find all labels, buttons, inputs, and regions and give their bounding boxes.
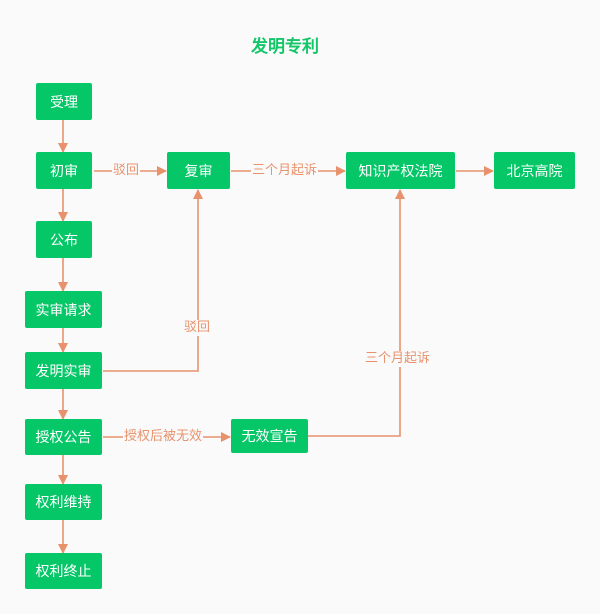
node-chushen: 初审 (36, 152, 92, 189)
node-shouquan-gonggao: 授权公告 (25, 419, 102, 455)
arrow-faming-shishen-to-fushen (103, 189, 203, 372)
node-quanli-zhongzhi: 权利终止 (25, 553, 102, 589)
node-faming-shishen: 发明实审 (25, 352, 102, 389)
label-shishen-to-fushen: 驳回 (183, 320, 212, 336)
node-gongbu: 公布 (36, 221, 92, 258)
node-wuxiao-xuangao: 无效宣告 (231, 419, 308, 453)
node-beijing-gaoyuan: 北京高院 (494, 152, 575, 189)
diagram-title: 发明专利 (251, 37, 319, 57)
node-shishen-qingqiu: 实审请求 (25, 291, 102, 328)
label-wuxiao-to-court: 三个月起诉 (364, 351, 432, 367)
node-fushen: 复审 (167, 152, 230, 189)
arrow-wuxiao-to-court (308, 189, 405, 437)
label-grant-to-wuxiao: 授权后被无效 (123, 429, 204, 445)
node-quanli-weichi: 权利维持 (25, 484, 102, 520)
label-chushen-to-fushen: 驳回 (112, 163, 141, 179)
node-shouli: 受理 (36, 83, 92, 120)
node-zhishichanquan-fayuan: 知识产权法院 (346, 152, 455, 189)
label-fushen-to-court: 三个月起诉 (251, 163, 319, 179)
